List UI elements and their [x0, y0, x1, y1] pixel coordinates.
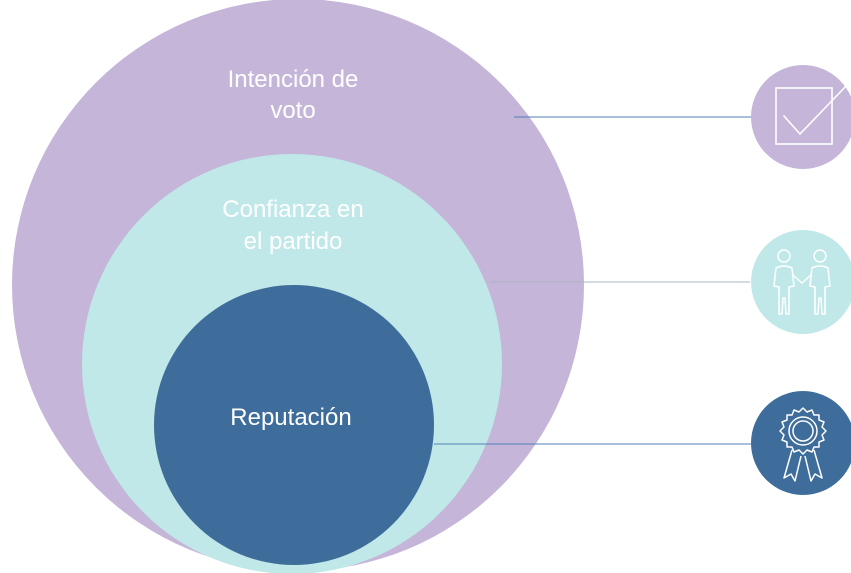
middle-label-line1: Confianza en	[222, 196, 363, 223]
award-ribbon-icon	[751, 391, 851, 495]
handshake-icon	[751, 230, 851, 334]
outer-label-line2: voto	[270, 97, 315, 124]
inner-label: Reputación	[230, 404, 351, 431]
outer-label-line1: Intención de	[228, 66, 359, 93]
inner-circle-reputacion	[154, 285, 434, 565]
middle-label-line2: el partido	[244, 228, 343, 255]
checkbox-icon	[751, 65, 851, 169]
